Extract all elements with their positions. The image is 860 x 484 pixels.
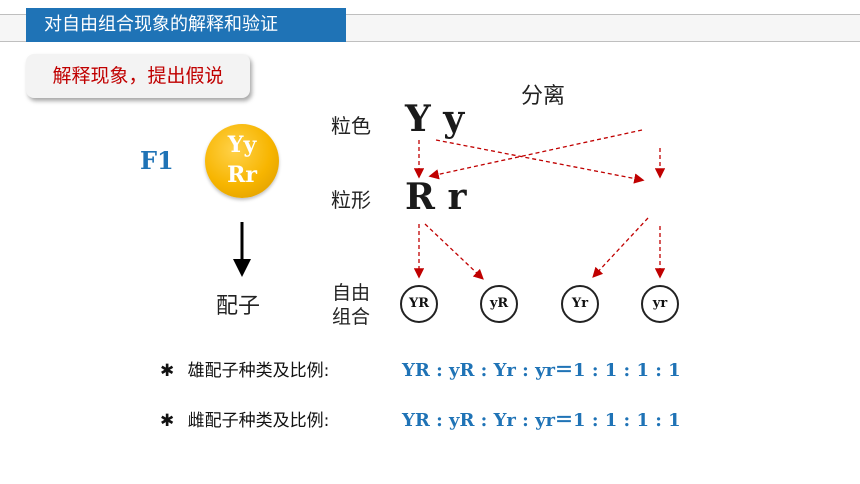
seed-shape-label: 粒形 xyxy=(331,188,371,212)
female-gamete-ratio-row: ✱ 雌配子种类及比例: xyxy=(160,406,329,431)
arrow-right-to-R xyxy=(428,129,643,180)
gamete-Yr: Yr xyxy=(561,285,599,323)
female-ratio-value: YR : yR : Yr : yr＝1 : 1 : 1 : 1 xyxy=(402,410,681,431)
color-alleles: Y y xyxy=(405,98,465,140)
gamete-yR: yR xyxy=(480,285,518,323)
arrow-R-to-yR xyxy=(424,223,484,280)
arrow-to-Yr xyxy=(592,217,649,278)
bullet-icon: ✱ xyxy=(160,411,175,431)
bullet-icon: ✱ xyxy=(160,361,175,381)
gamete-yr: yr xyxy=(641,285,679,323)
page-title: 对自由组合现象的解释和验证 xyxy=(26,8,346,42)
gamete-YR: YR xyxy=(400,285,438,323)
f1-genotype-ball: Yy Rr xyxy=(205,124,279,198)
seed-color-label: 粒色 xyxy=(331,114,371,138)
shape-alleles: R r xyxy=(405,176,467,218)
gamete-label: 配子 xyxy=(216,294,261,319)
female-ratio-label: 雌配子种类及比例: xyxy=(187,411,330,431)
male-gamete-ratio-row: ✱ 雄配子种类及比例: xyxy=(160,356,329,381)
free-combo-line-1: 自由 xyxy=(332,282,371,304)
section-tag: 解释现象，提出假说 xyxy=(26,54,250,98)
male-ratio-value: YR : yR : Yr : yr＝1 : 1 : 1 : 1 xyxy=(402,360,681,381)
male-ratio-label: 雄配子种类及比例: xyxy=(187,361,330,381)
separation-label: 分离 xyxy=(521,84,566,109)
ball-line-1: Yy xyxy=(227,132,257,158)
ball-line-2: Rr xyxy=(227,162,257,188)
arrow-y-to-right xyxy=(435,139,645,184)
f1-label: F1 xyxy=(140,146,174,175)
free-combo-line-2: 组合 xyxy=(332,306,371,328)
